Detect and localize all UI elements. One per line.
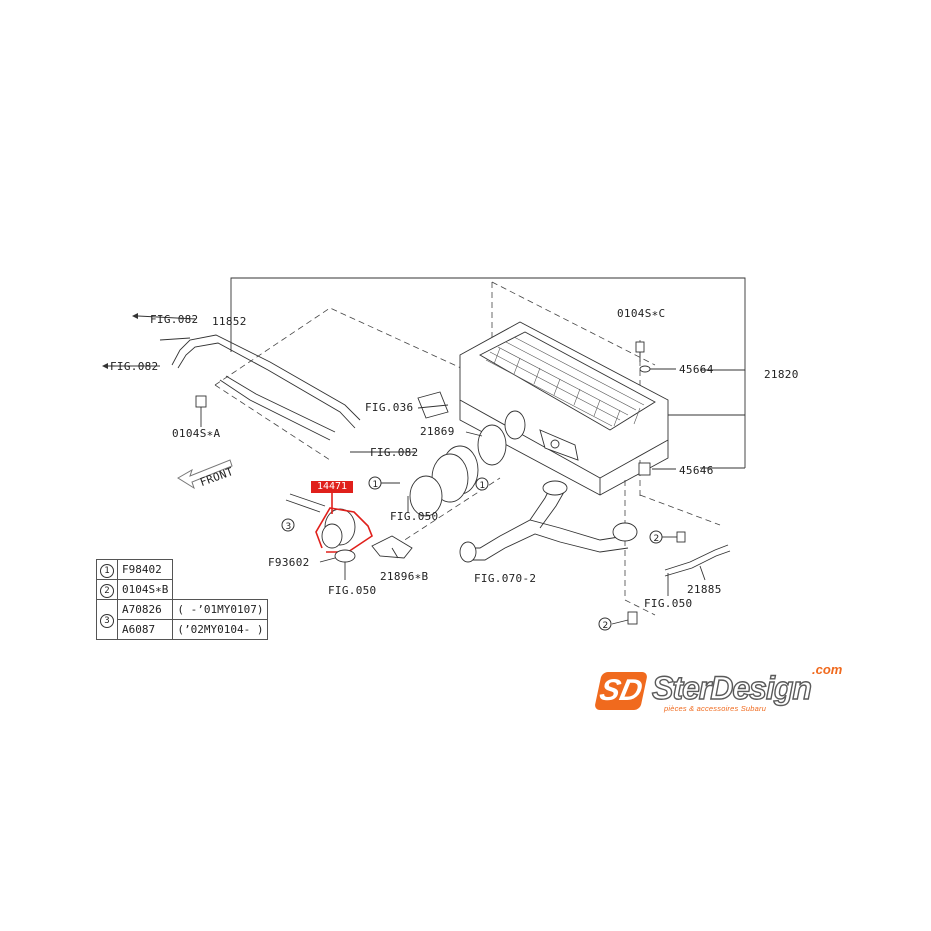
leader-21869 <box>465 431 483 437</box>
bracket-21885 <box>664 544 729 571</box>
label-fig082-b: FIG.082 <box>110 360 158 373</box>
sterdesign-logo[interactable]: SD SterDesign .com pièces & accessoires … <box>593 662 858 718</box>
label-fig070-2: FIG.070-2 <box>474 572 536 585</box>
clamp-f93602-icon <box>319 549 356 563</box>
front-arrow-icon <box>177 459 233 490</box>
label-21885: 21885 <box>687 583 722 596</box>
logo-mark-icon: SD <box>593 672 649 710</box>
table-row: A6087 (’02MY0104- ) <box>97 619 269 640</box>
legend-num-cell: 1 <box>96 559 118 580</box>
leader-21852 <box>230 277 746 371</box>
legend-num-cell: 3 <box>96 599 118 640</box>
table-row: 1 F98402 <box>96 559 268 580</box>
label-45664: 45664 <box>679 363 714 376</box>
label-fig082-c: FIG.082 <box>370 446 418 459</box>
leader-fig036 <box>417 404 449 409</box>
bracket-21885b <box>664 550 731 577</box>
callout-3-icon <box>281 518 295 532</box>
legend-range-cell: (’02MY0104- ) <box>172 619 269 640</box>
label-21820: 21820 <box>764 368 799 381</box>
callout-2-a-text: 2 <box>654 534 660 544</box>
leader-c2b <box>611 619 629 625</box>
label-11852: 11852 <box>212 315 247 328</box>
highlight-label-14471[interactable]: 14471 <box>311 481 353 493</box>
label-fig050-c: FIG.050 <box>644 597 692 610</box>
label-front: FRONT <box>198 465 235 489</box>
callout-1-b-icon <box>475 477 489 491</box>
legend-num-cell: 2 <box>96 579 118 600</box>
label-0104s-a: 0104S∗A <box>172 427 221 440</box>
label-f93602: F93602 <box>268 556 310 569</box>
dash-boundary-left <box>214 384 331 461</box>
dash-boundary-mid2 <box>491 281 656 366</box>
legend-circle-2: 2 <box>100 583 114 598</box>
bypass-valve-14471 <box>285 493 373 553</box>
bracket-fig036 <box>417 391 449 419</box>
legend-circle-3: 3 <box>100 613 114 628</box>
callout-3-text: 3 <box>286 522 292 532</box>
bolt-2-bottom-icon <box>627 611 638 625</box>
legend-range-cell: ( -’01MY0107) <box>172 599 269 620</box>
callout-2-b-text: 2 <box>603 621 609 631</box>
label-0104s-c: 0104S∗C <box>617 307 665 320</box>
gasket-21896 <box>371 535 413 559</box>
legend-code-cell: A70826 <box>116 599 174 620</box>
label-fig036: FIG.036 <box>365 401 413 414</box>
legend-code-cell: F98402 <box>116 559 174 580</box>
hose-11852 <box>159 334 361 441</box>
leader-21885 <box>699 565 706 581</box>
arrow-fig082-a-icon <box>132 313 138 319</box>
label-21869: 21869 <box>420 425 455 438</box>
arrow-fig082-b-icon <box>102 363 108 369</box>
logo-wordmark: SterDesign <box>651 669 812 706</box>
bolt-0104s-a-icon <box>195 395 207 420</box>
callout-2-b-icon <box>598 617 612 631</box>
bolt-2-right-icon <box>676 531 686 543</box>
intercooler-core <box>459 321 669 496</box>
logo-tld: .com <box>812 662 843 677</box>
callout-1-a-text: 1 <box>373 480 379 490</box>
pipe-fig070-2 <box>459 480 638 563</box>
grommet-45646-icon <box>638 462 651 476</box>
callout-1-b-text: 1 <box>480 481 486 491</box>
legend-circle-1: 1 <box>100 563 114 578</box>
label-21896: 21896∗B <box>380 570 429 583</box>
dash-boundary-right <box>639 494 721 526</box>
label-45646: 45646 <box>679 464 714 477</box>
dash-boundary-right-low <box>624 480 656 616</box>
label-fig050-b: FIG.050 <box>328 584 376 597</box>
legend-table: 1 F98402 2 0104S∗B 3 A70826 ( -’01MY0107… <box>96 559 269 640</box>
washer-45664-icon <box>639 365 651 373</box>
legend-code-cell: A6087 <box>116 619 174 640</box>
table-row: 2 0104S∗B <box>96 579 268 600</box>
leader-21896 <box>391 547 399 559</box>
logo-tagline: pièces & accessoires Subaru <box>664 704 767 713</box>
bolt-0104s-c-icon <box>635 341 645 362</box>
table-row: 3 A70826 ( -’01MY0107) <box>96 599 269 640</box>
label-fig082-a: FIG.082 <box>150 313 198 326</box>
legend-code-cell: 0104S∗B <box>116 579 174 600</box>
hose-21869 <box>409 424 507 517</box>
leader-fig082-a <box>137 315 197 320</box>
label-fig050-a: FIG.050 <box>390 510 438 523</box>
